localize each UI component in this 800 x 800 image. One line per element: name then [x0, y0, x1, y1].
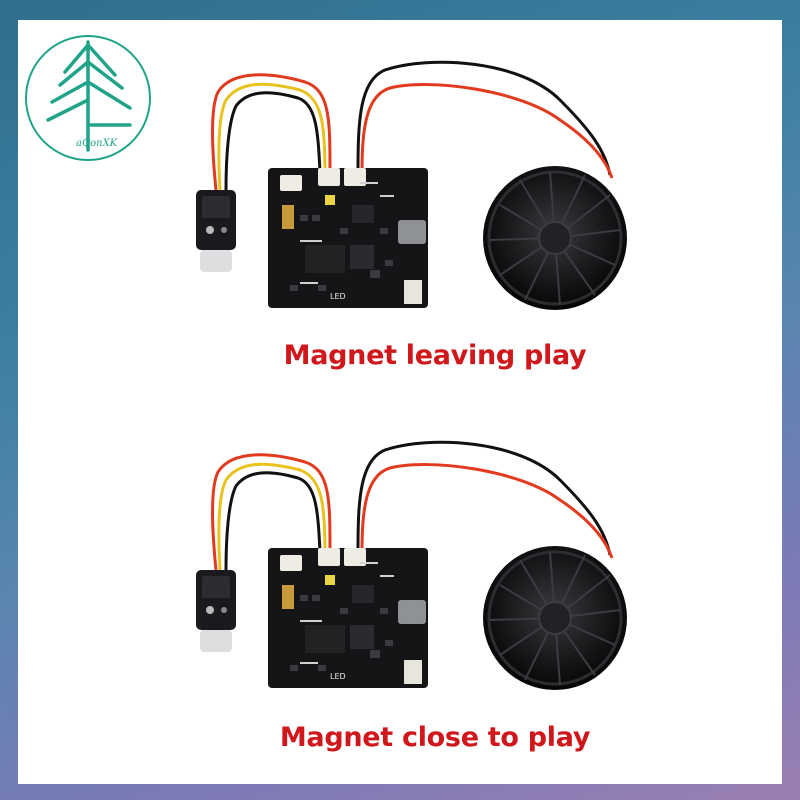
- module-set-bottom: [194, 440, 629, 692]
- module-set-top: [194, 60, 629, 312]
- brand-logo: [25, 35, 151, 161]
- caption-magnet-close: Magnet close to play: [279, 722, 591, 753]
- led-label-bottom: LED: [330, 672, 346, 681]
- led-label-top: LED: [330, 292, 346, 301]
- caption-magnet-leaving: Magnet leaving play: [283, 340, 587, 371]
- logo-text: aQonXK: [76, 138, 118, 149]
